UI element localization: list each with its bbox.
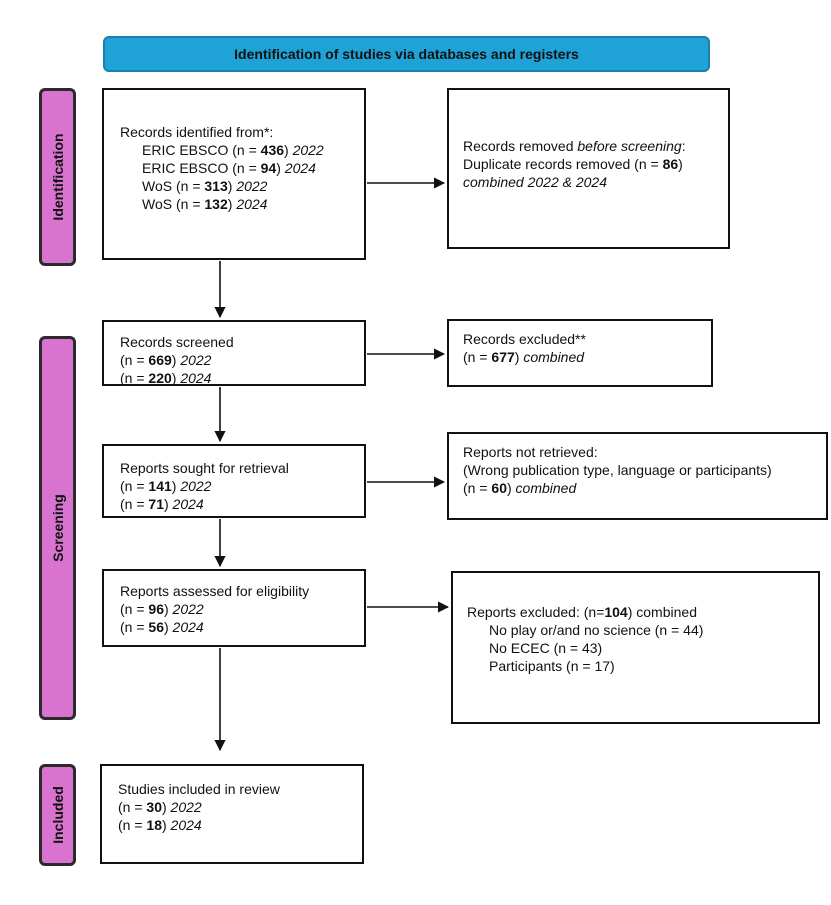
reports-sought-title: Reports sought for retrieval: [120, 460, 289, 476]
list-item: (n = 18) 2024: [118, 817, 202, 833]
studies-included-box: Studies included in review (n = 30) 2022…: [100, 764, 364, 864]
reports-excluded-title: Reports excluded: (n=104) combined: [467, 604, 697, 620]
header-title: Identification of studies via databases …: [234, 46, 579, 62]
list-item: (n = 141) 2022: [120, 478, 212, 494]
reports-not-retrieved-box: Reports not retrieved: (Wrong publicatio…: [447, 432, 828, 520]
list-item: (n = 56) 2024: [120, 619, 204, 635]
list-item: (n = 96) 2022: [120, 601, 204, 617]
list-item: No play or/and no science (n = 44): [489, 622, 704, 638]
duplicates-note: combined 2022 & 2024: [463, 174, 607, 190]
reports-not-retrieved-count: (n = 60) combined: [463, 480, 577, 496]
records-removed-title: Records removed before screening:: [463, 138, 686, 154]
reports-not-retrieved-reason: (Wrong publication type, language or par…: [463, 462, 772, 478]
duplicates-removed: Duplicate records removed (n = 86): [463, 156, 683, 172]
records-removed-box: Records removed before screening: Duplic…: [447, 88, 730, 249]
header-banner: Identification of studies via databases …: [103, 36, 710, 72]
reports-sought-box: Reports sought for retrieval (n = 141) 2…: [102, 444, 366, 518]
reports-assessed-title: Reports assessed for eligibility: [120, 583, 310, 599]
list-item: ERIC EBSCO (n = 94) 2024: [142, 160, 316, 176]
records-excluded-title: Records excluded**: [463, 331, 586, 347]
phase-screening: Screening: [39, 336, 76, 720]
reports-not-retrieved-title: Reports not retrieved:: [463, 444, 598, 460]
records-identified-title: Records identified from*:: [120, 124, 274, 140]
list-item: (n = 669) 2022: [120, 352, 212, 368]
reports-assessed-box: Reports assessed for eligibility (n = 96…: [102, 569, 366, 647]
reports-excluded-box: Reports excluded: (n=104) combined No pl…: [451, 571, 820, 724]
list-item: WoS (n = 313) 2022: [142, 178, 268, 194]
phase-identification: Identification: [39, 88, 76, 266]
list-item: (n = 71) 2024: [120, 496, 204, 512]
records-screened-title: Records screened: [120, 334, 234, 350]
records-excluded-box: Records excluded** (n = 677) combined: [447, 319, 713, 387]
records-excluded-count: (n = 677) combined: [463, 349, 585, 365]
phase-included: Included: [39, 764, 76, 866]
list-item: ERIC EBSCO (n = 436) 2022: [142, 142, 324, 158]
records-identified-box: Records identified from*: ERIC EBSCO (n …: [102, 88, 366, 260]
list-item: Participants (n = 17): [489, 658, 615, 674]
studies-included-title: Studies included in review: [118, 781, 280, 797]
list-item: (n = 220) 2024: [120, 370, 212, 386]
list-item: (n = 30) 2022: [118, 799, 202, 815]
list-item: No ECEC (n = 43): [489, 640, 603, 656]
records-screened-box: Records screened (n = 669) 2022 (n = 220…: [102, 320, 366, 386]
list-item: WoS (n = 132) 2024: [142, 196, 268, 212]
